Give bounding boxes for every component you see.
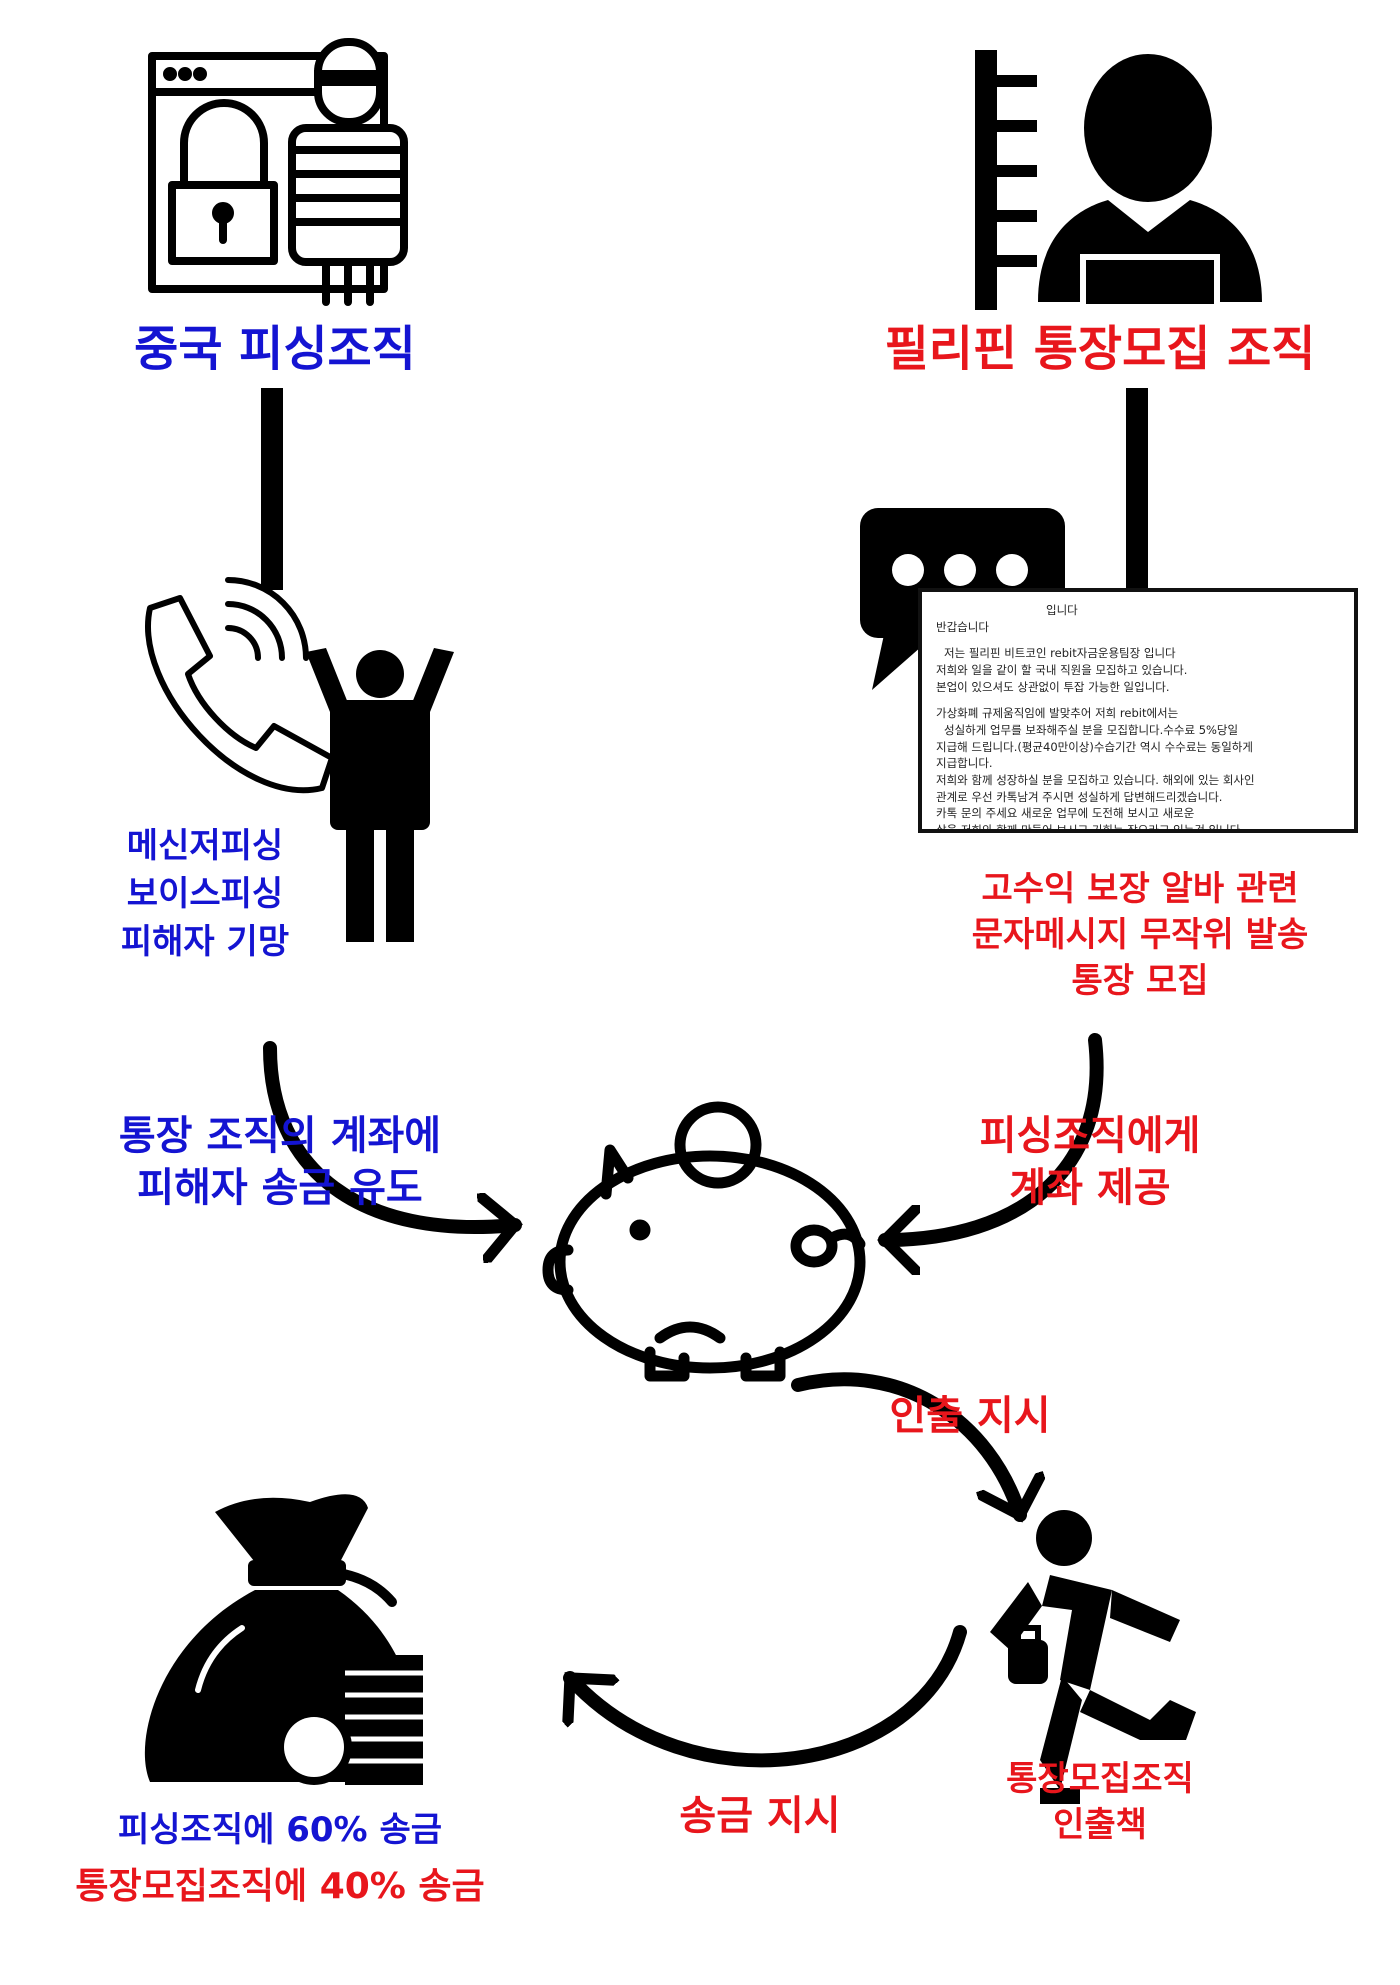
- recruit-text-message: 입니다 반갑습니다 저는 필리핀 비트코인 rebit자금운용팀장 입니다 저희…: [918, 588, 1358, 833]
- provide-line-1: 피싱조직에게: [979, 1113, 1201, 1159]
- message-line: 성실하게 업무를 보좌해주실 분을 모집합니다.수수료 5%당일: [944, 723, 1239, 738]
- victim-label: 메신저피싱 보이스피싱 피해자 기망: [60, 822, 350, 966]
- piggy-bank-icon: [542, 1101, 866, 1382]
- victim-line-3: 피해자 기망: [120, 922, 290, 962]
- arrow-remit: [570, 1625, 967, 1768]
- withdrawer-line-2: 인출책: [1053, 1805, 1147, 1845]
- recruit-line-3: 통장 모집: [1071, 961, 1209, 1001]
- recruit-label: 고수익 보장 알바 관련 문자메시지 무작위 발송 통장 모집: [880, 866, 1400, 1004]
- withdraw-label: 인출 지시: [889, 1393, 1051, 1439]
- withdrawer-line-1: 통장모집조직: [1006, 1759, 1194, 1799]
- message-line: 카톡 문의 주세요 새로운 업무에 도전해 보시고 새로운: [936, 806, 1195, 821]
- person-arms-up-icon: [306, 648, 454, 942]
- message-gap: [936, 695, 1340, 705]
- induce-line-2: 피해자 송금 유도: [137, 1165, 423, 1211]
- split-account-label: 통장모집조직에 40% 송금: [75, 1866, 485, 1907]
- message-line: 본업이 있으셔도 상관없이 투잡 가능한 일입니다.: [936, 679, 1170, 694]
- remit-label: 송금 지시: [679, 1793, 841, 1839]
- phishing-org-label: 중국 피싱조직: [134, 321, 416, 377]
- money-bag-icon: [144, 1494, 423, 1785]
- message-line: 반갑습니다: [936, 619, 989, 634]
- hacker-icon: [148, 38, 408, 306]
- arrow-induce: [263, 1041, 515, 1227]
- split-phishing-label: 피싱조직에 60% 송금: [117, 1810, 442, 1850]
- message-line: 지급합니다.: [936, 756, 993, 771]
- message-line: 저희와 함께 성장하실 분을 모집하고 있습니다. 해외에 있는 회사인: [936, 773, 1255, 788]
- runner-icon: [990, 1510, 1196, 1804]
- message-line: 입니다: [1046, 603, 1078, 617]
- arrow-withdraw: [791, 1372, 1020, 1515]
- message-line: 가상화폐 규제움직임에 발맞추어 저희 rebit에서는: [936, 706, 1179, 721]
- message-line: 삶을 저희와 함께 만들어 보시고 기회는 잡으라고 있는것 입니다.: [936, 823, 1244, 833]
- induce-line-1: 통장 조직의 계좌에: [118, 1113, 442, 1159]
- induce-label: 통장 조직의 계좌에 피해자 송금 유도: [60, 1110, 500, 1214]
- message-line: 저희와 일을 같이 할 국내 직원을 모집하고 있습니다.: [936, 663, 1188, 678]
- phone-icon: [145, 577, 335, 794]
- victim-line-2: 보이스피싱: [126, 874, 284, 914]
- message-line: 저는 필리핀 비트코인 rebit자금운용팀장 입니다: [944, 646, 1176, 661]
- arrow-provide: [885, 1033, 1104, 1240]
- message-line: 관계로 우선 카톡남겨 주시면 성실하게 답변해드리겠습니다.: [936, 789, 1223, 804]
- message-line: 지급해 드립니다.(평균40만이상)수습기간 역시 수수료는 동일하게: [936, 739, 1253, 754]
- withdrawer-label: 통장모집조직 인출책: [940, 1756, 1260, 1848]
- message-gap: [936, 635, 1340, 645]
- mugshot-icon: [975, 50, 1262, 310]
- provide-label: 피싱조직에게 계좌 제공: [920, 1110, 1260, 1214]
- provide-line-2: 계좌 제공: [1009, 1165, 1171, 1211]
- recruit-line-2: 문자메시지 무작위 발송: [971, 915, 1309, 955]
- recruit-line-1: 고수익 보장 알바 관련: [981, 869, 1299, 909]
- victim-line-1: 메신저피싱: [126, 826, 284, 866]
- account-org-label: 필리핀 통장모집 조직: [884, 321, 1316, 377]
